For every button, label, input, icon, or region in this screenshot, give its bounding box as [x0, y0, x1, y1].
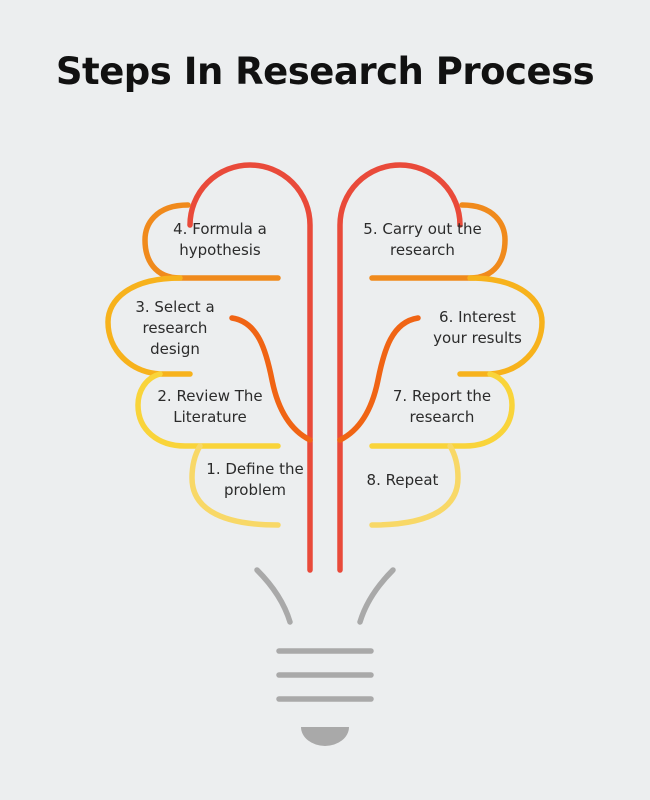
lobe-2 — [135, 371, 281, 449]
left-branch — [229, 315, 313, 443]
bulb-tip — [301, 727, 349, 746]
right-branch — [337, 315, 421, 443]
right-stem — [337, 162, 463, 573]
step-2-label: 2. Review The Literature — [157, 387, 263, 426]
step-7-label: 7. Report the research — [392, 387, 492, 426]
lobe-3 — [105, 275, 193, 377]
step-8-label: 8. Repeat — [366, 471, 439, 489]
left-stem — [187, 162, 313, 573]
step-4-label: 4. Formula a hypothesis — [173, 220, 267, 259]
page-title: Steps In Research Process — [55, 50, 595, 93]
lobe-8 — [369, 443, 461, 528]
step-1-label: 1. Define the problem — [206, 460, 304, 499]
lobe-1 — [189, 443, 281, 528]
step-3-label: 3. Select a research design — [135, 298, 215, 358]
step-5-label: 5. Carry out the research — [363, 220, 482, 259]
lightbulb-icon — [254, 567, 396, 702]
step-6-label: 6. Interest your results — [433, 308, 522, 347]
lobe-6 — [457, 275, 545, 377]
lobe-7 — [369, 371, 515, 449]
